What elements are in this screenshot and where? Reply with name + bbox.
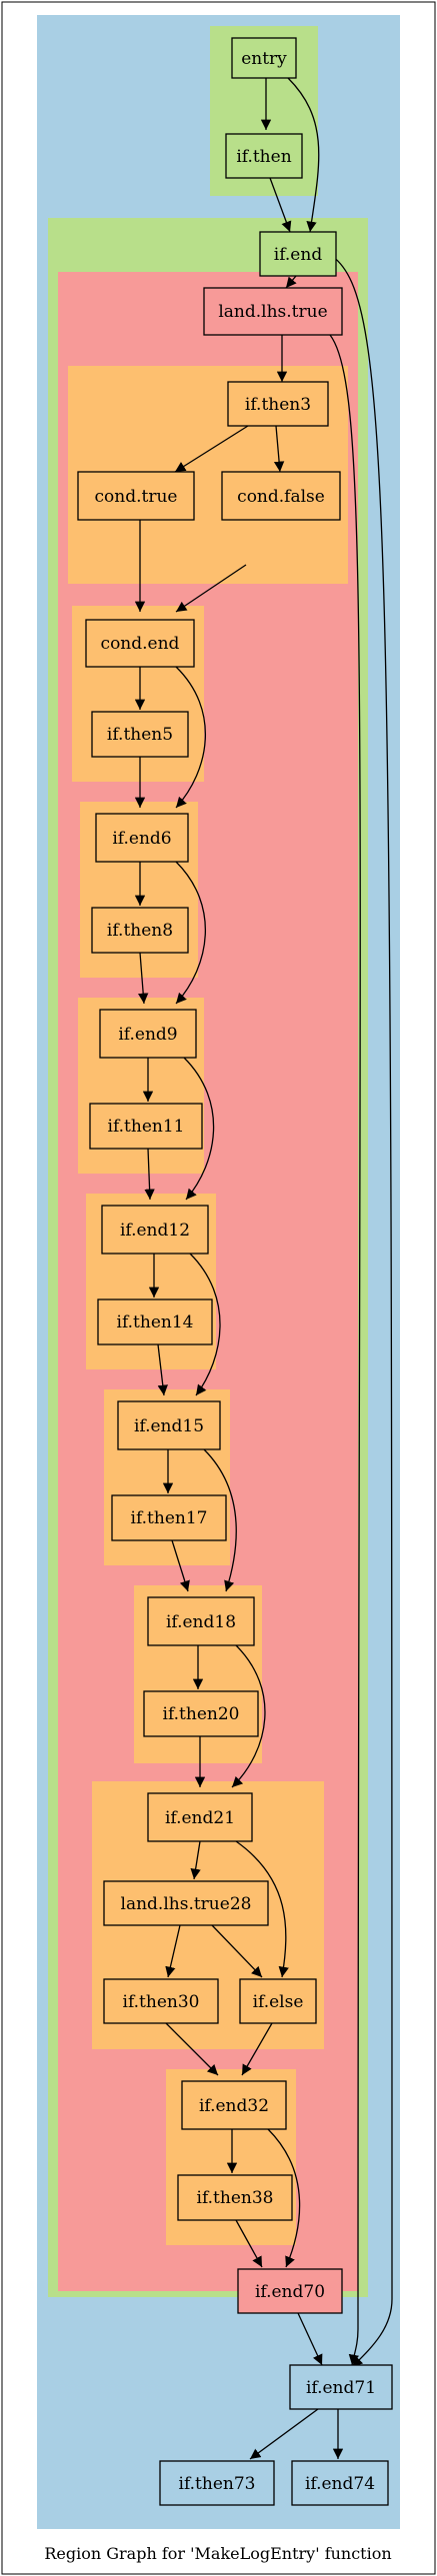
- node-if-then38: if.then38: [177, 2174, 293, 2221]
- edge-ifelse-ifend32: [241, 2022, 273, 2076]
- edge-ifend-landlhstrue: [285, 275, 297, 289]
- edge-ifend9-ifend12: [183, 1057, 215, 1201]
- node-if-end6: if.end6: [95, 813, 189, 863]
- node-if-then30: if.then30: [103, 1978, 219, 2024]
- edge-ifend21-ifelse: [235, 1840, 289, 1978]
- node-if-end21: if.end21: [147, 1792, 253, 1842]
- edge-entry-ifend: [287, 77, 320, 233]
- node-if-end12: if.end12: [101, 1205, 209, 1255]
- node-cond-false: cond.false: [221, 471, 341, 521]
- edge-landlhstrue-ifend71: [329, 334, 361, 2366]
- svg-text:if.end32: if.end32: [199, 2096, 269, 2116]
- edges: [134, 77, 393, 2460]
- edge-ifthen3-condfalse: [273, 425, 285, 473]
- svg-text:if.end12: if.end12: [120, 1221, 190, 1241]
- edge-ifthen38-ifend70: [235, 2219, 263, 2268]
- svg-text:if.end74: if.end74: [305, 2474, 375, 2494]
- node-if-then11: if.then11: [89, 1103, 203, 1150]
- svg-text:if.then14: if.then14: [117, 1312, 194, 1332]
- edge-ifend21-landlhstrue28: [190, 1840, 201, 1880]
- svg-text:land.lhs.true: land.lhs.true: [218, 302, 327, 322]
- node-if-then17: if.then17: [111, 1494, 227, 1541]
- edge-ifend18-ifend21: [231, 1644, 266, 1788]
- svg-text:if.then30: if.then30: [123, 1992, 200, 2012]
- svg-text:if.then11: if.then11: [108, 1117, 185, 1137]
- node-if-then: if.then: [225, 133, 303, 179]
- svg-text:if.then3: if.then3: [245, 395, 311, 415]
- svg-text:if.then: if.then: [236, 147, 291, 167]
- svg-text:if.then8: if.then8: [107, 921, 173, 941]
- node-if-end74: if.end74: [291, 2460, 389, 2506]
- edge-ifend71-ifthen73: [249, 2408, 319, 2460]
- node-land-lhs-true: land.lhs.true: [203, 287, 343, 336]
- svg-text:entry: entry: [241, 49, 287, 69]
- node-if-then5: if.then5: [91, 711, 189, 758]
- node-if-then73: if.then73: [159, 2460, 275, 2506]
- edge-ifthen8-ifend9: [138, 952, 149, 1005]
- svg-text:if.then17: if.then17: [131, 1508, 208, 1528]
- node-if-then14: if.then14: [97, 1298, 213, 1345]
- node-cond-true: cond.true: [77, 471, 195, 521]
- edge-ifend70-ifend71: [297, 2312, 323, 2366]
- edge-landlhstrue28-ifthen30: [165, 1924, 181, 1978]
- edge-condfalse-condend: [175, 564, 247, 613]
- svg-text:if.end9: if.end9: [118, 1025, 177, 1045]
- svg-text:if.then5: if.then5: [107, 725, 173, 745]
- edge-ifthen30-ifend32: [165, 2022, 219, 2076]
- svg-text:if.end: if.end: [274, 245, 323, 265]
- svg-text:cond.true: cond.true: [95, 487, 178, 507]
- edge-ifend12-ifend15: [189, 1253, 221, 1396]
- node-if-end71: if.end71: [289, 2364, 393, 2410]
- edge-condend-ifend6: [175, 666, 206, 809]
- svg-text:cond.false: cond.false: [237, 487, 325, 507]
- node-if-end18: if.end18: [147, 1596, 255, 1646]
- edge-ifend-ifend71: [331, 255, 393, 2368]
- node-if-then8: if.then8: [91, 907, 189, 954]
- node-if-end70: if.end70: [237, 2268, 343, 2314]
- node-if-end: if.end: [259, 231, 337, 277]
- svg-text:if.then20: if.then20: [163, 1704, 240, 1724]
- node-if-end15: if.end15: [117, 1400, 221, 1450]
- node-if-end9: if.end9: [99, 1009, 197, 1059]
- svg-text:land.lhs.true28: land.lhs.true28: [121, 1894, 252, 1914]
- edge-ifend15-ifend18: [203, 1448, 237, 1592]
- edge-ifthen-ifend: [269, 177, 292, 233]
- edge-ifend6-ifend9: [175, 861, 206, 1005]
- node-if-then3: if.then3: [227, 381, 329, 427]
- graph-caption: Region Graph for 'MakeLogEntry' function: [44, 2544, 391, 2563]
- svg-text:if.end70: if.end70: [255, 2282, 325, 2302]
- svg-text:if.then38: if.then38: [197, 2188, 274, 2208]
- node-land-lhs-true28: land.lhs.true28: [103, 1880, 269, 1926]
- svg-text:if.else: if.else: [253, 1992, 304, 2012]
- svg-text:if.end71: if.end71: [306, 2378, 376, 2398]
- edge-ifthen11-ifend12: [144, 1148, 155, 1201]
- svg-text:if.end21: if.end21: [165, 1808, 235, 1828]
- edge-ifthen14-ifend15: [157, 1343, 168, 1396]
- node-if-else: if.else: [239, 1978, 317, 2024]
- edge-ifthen17-ifend18: [171, 1539, 190, 1592]
- svg-text:if.end15: if.end15: [134, 1416, 204, 1436]
- edge-ifthen3-condtrue: [174, 425, 249, 473]
- svg-text:if.then73: if.then73: [179, 2474, 256, 2494]
- edge-landlhstrue28-ifelse: [211, 1924, 263, 1978]
- node-if-end32: if.end32: [181, 2080, 287, 2130]
- node-entry: entry: [231, 37, 297, 79]
- svg-text:if.end18: if.end18: [166, 1612, 236, 1632]
- node-cond-end: cond.end: [85, 619, 195, 668]
- edge-ifend32-ifend70: [267, 2128, 301, 2268]
- node-if-then20: if.then20: [143, 1690, 259, 1737]
- svg-text:if.end6: if.end6: [112, 829, 171, 849]
- svg-text:cond.end: cond.end: [101, 634, 180, 654]
